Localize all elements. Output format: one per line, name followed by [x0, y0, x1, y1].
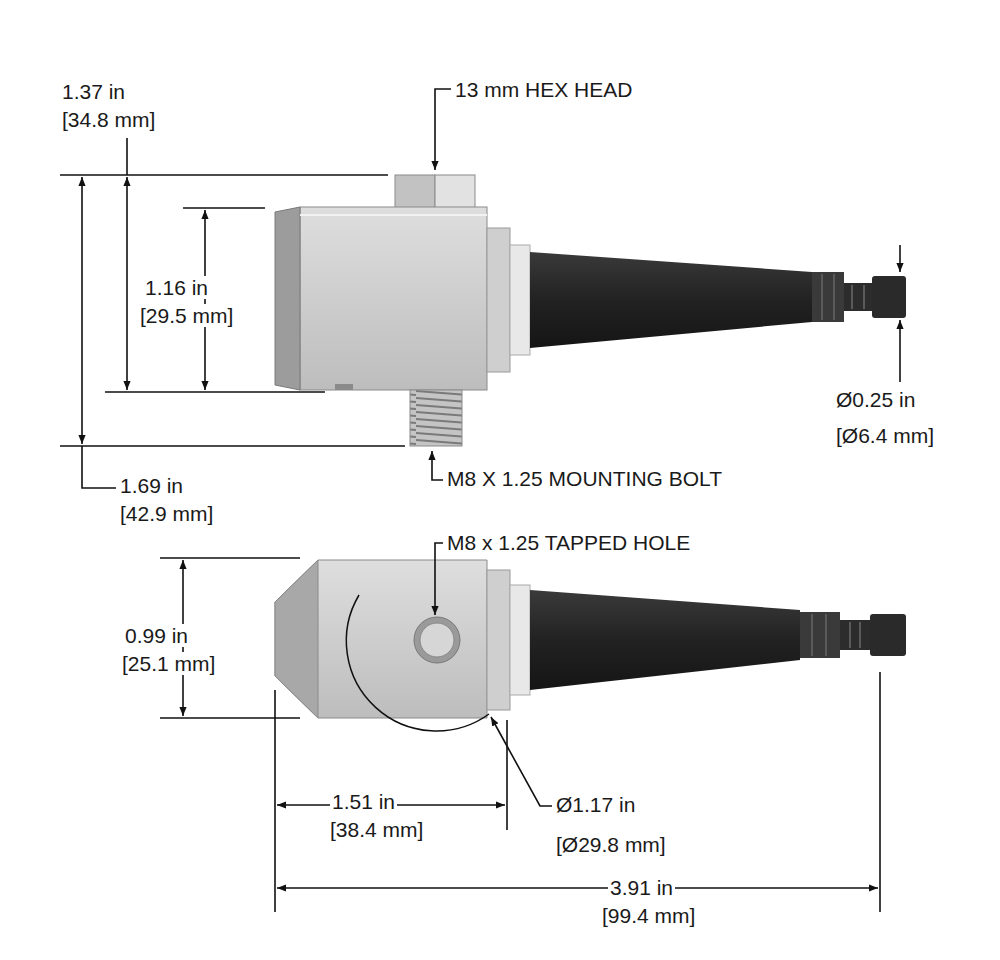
dimension-label: M8 X 1.25 MOUNTING BOLT	[445, 467, 724, 490]
dimension-label: [29.5 mm]	[138, 304, 235, 327]
dimension-label: 3.91 in	[608, 876, 675, 899]
connector	[870, 614, 906, 656]
dimension-label: [25.1 mm]	[120, 652, 217, 675]
hex-head	[395, 175, 435, 208]
collar-ring	[510, 585, 530, 695]
collar	[487, 570, 510, 710]
dimension-label: 1.37 in	[60, 80, 127, 103]
dimension-label: 13 mm HEX HEAD	[453, 78, 634, 101]
collar	[487, 228, 510, 372]
mounting-bolt	[410, 390, 462, 446]
body-chamfer	[275, 560, 318, 718]
dimension-label: M8 x 1.25 TAPPED HOLE	[445, 531, 692, 554]
bottom-view	[275, 560, 906, 731]
dimension-label: Ø1.17 in	[554, 793, 637, 816]
top-view	[275, 175, 906, 446]
connector	[800, 612, 840, 658]
hex-head	[435, 175, 475, 208]
connector-grooves	[822, 274, 864, 320]
connector-grooves	[812, 614, 860, 656]
dimension-label: 1.51 in	[330, 790, 397, 813]
tapped-hole	[420, 623, 454, 657]
dimension-label: [34.8 mm]	[60, 108, 157, 131]
connector	[812, 272, 844, 322]
dimension-label: [Ø29.8 mm]	[554, 833, 668, 856]
body-slot	[335, 384, 353, 390]
dimension-label: Ø0.25 in	[834, 388, 917, 411]
cable-strain-relief	[530, 252, 812, 348]
sensor-body	[275, 560, 487, 718]
dimension-label: 1.69 in	[118, 474, 185, 497]
diameter-circle	[346, 595, 489, 731]
dimension-label: [42.9 mm]	[118, 502, 215, 525]
sensor-body	[300, 207, 487, 390]
dimension-label: [99.4 mm]	[600, 904, 697, 927]
dimension-label: [Ø6.4 mm]	[834, 424, 936, 447]
dimension-label: [38.4 mm]	[328, 818, 425, 841]
collar-ring	[510, 245, 530, 355]
dimension-label: 0.99 in	[123, 624, 190, 647]
connector	[840, 620, 870, 650]
dimension-label: 1.16 in	[143, 276, 210, 299]
cable-strain-relief	[530, 590, 800, 690]
connector	[844, 283, 872, 311]
body-edge	[300, 214, 487, 216]
connector	[872, 276, 906, 318]
body-chamfer	[275, 207, 300, 390]
dimension-lines	[60, 89, 900, 912]
tapped-hole	[414, 617, 460, 663]
